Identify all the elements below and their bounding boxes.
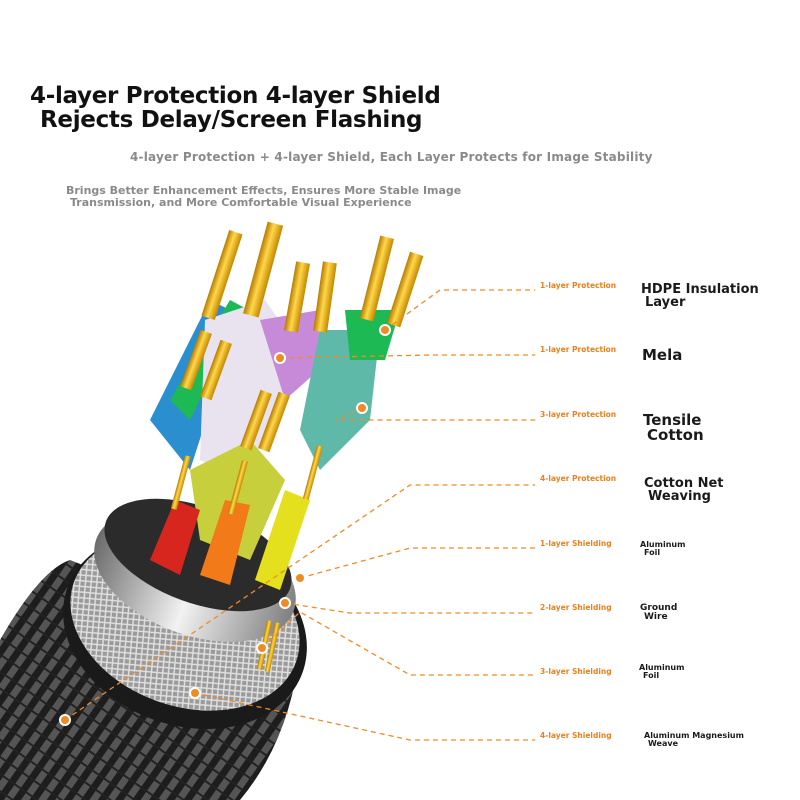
callout-dots: [59, 324, 391, 726]
layer-tag-2: 1-layer Protection: [540, 345, 617, 354]
subtitle: 4-layer Protection + 4-layer Shield, Eac…: [130, 150, 653, 164]
description: Brings Better Enhancement Effects, Ensur…: [66, 185, 461, 209]
layer-tag-7: 3-layer Shielding: [540, 667, 612, 676]
description-line1: Brings Better Enhancement Effects, Ensur…: [66, 184, 462, 197]
layer-tag-1: 1-layer Protection: [540, 281, 617, 290]
layer-name-2: Mela: [642, 346, 683, 364]
layer-name-8: Aluminum Magnesium Weave: [644, 731, 744, 748]
layer-tag-8: 4-layer Shielding: [540, 731, 612, 740]
layer-tag-6: 2-layer Shielding: [540, 603, 612, 612]
layer-name-5: Aluminum Foil: [640, 540, 686, 557]
layer-tag-5: 1-layer Shielding: [540, 539, 612, 548]
layer-name-7: Aluminum Foil: [639, 663, 685, 680]
inner-wire-pairs: [150, 221, 424, 673]
headline-line2: Rejects Delay/Screen Flashing: [40, 107, 423, 133]
layer-name-3: Tensile Cotton: [643, 411, 704, 444]
layer-name-4: Cotton Net Weaving: [644, 476, 724, 504]
description-line2: Transmission, and More Comfortable Visua…: [70, 196, 412, 209]
headline: 4-layer Protection 4-layer Shield Reject…: [30, 84, 441, 132]
layer-name-6: Ground Wire: [640, 603, 678, 622]
layer-name-1: HDPE Insulation Layer: [641, 282, 759, 310]
headline-line1: 4-layer Protection 4-layer Shield: [30, 83, 441, 109]
layer-tag-4: 4-layer Protection: [540, 474, 617, 483]
leader-lines: [64, 289, 535, 741]
layer-tag-3: 3-layer Protection: [540, 410, 617, 419]
